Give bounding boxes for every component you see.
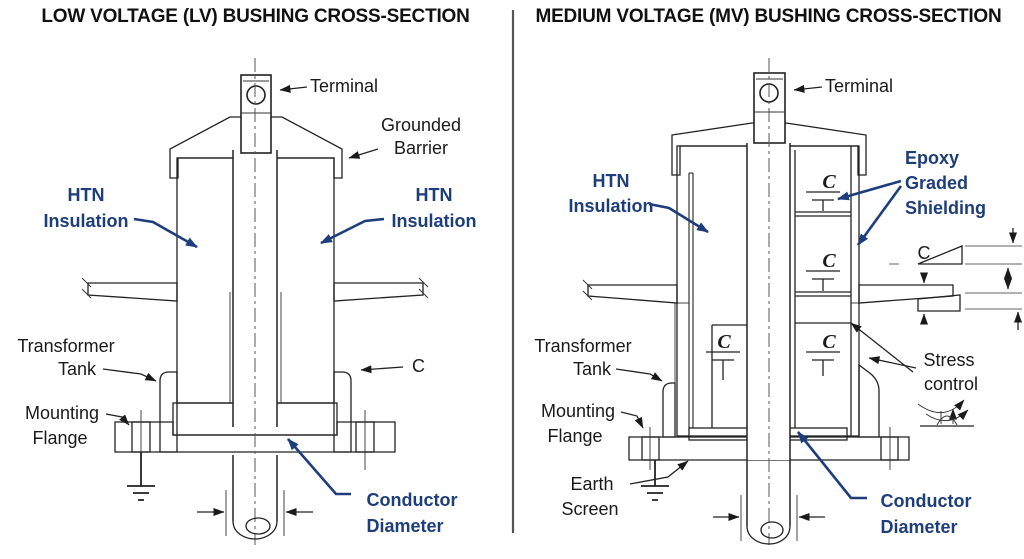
mv-capacitor-4: C (706, 331, 740, 380)
mv-terminal-label: Terminal (793, 76, 893, 96)
mv-mounting-flange (628, 436, 910, 461)
mv-shed-right (858, 284, 954, 304)
mv-capacitor-3: C (806, 331, 840, 376)
mv-bolt-slot-right (880, 436, 899, 461)
mv-htn-2: Insulation (569, 196, 654, 216)
lv-grounded-barrier-cap (169, 116, 343, 179)
lv-shed-left (81, 277, 178, 302)
mv-bolt-slot-left (641, 436, 660, 461)
mv-mflange-1: Mounting (541, 401, 615, 421)
mv-htn-1: HTN (593, 171, 630, 191)
lv-htn-right-label: HTN Insulation (320, 185, 477, 245)
mv-stress-cone-block (858, 363, 880, 438)
mv-epoxy-3: Shielding (905, 198, 986, 218)
lv-mounting-flange-label: Mounting Flange (25, 403, 130, 448)
lv-htn-right-2: Insulation (392, 211, 477, 231)
lv-conductor-diameter-label: Conductor Diameter (287, 438, 458, 536)
lv-transformer-tank-label: Transformer Tank (17, 336, 157, 382)
mv-right-wall (850, 302, 860, 437)
mv-cap2-c: C (822, 250, 836, 272)
mv-stress-1: Stress (923, 350, 974, 370)
lv-terminal-text: Terminal (310, 76, 378, 96)
lv-grounded-text: Grounded (381, 115, 461, 135)
lv-conductor-1: Conductor (367, 490, 458, 510)
lv-grounded-barrier-label: Grounded Barrier (348, 115, 461, 159)
lv-mflange-2: Flange (32, 428, 87, 448)
mv-stress-2: control (924, 374, 978, 394)
mv-terminal-text: Terminal (825, 76, 893, 96)
mv-mflange-2: Flange (547, 426, 602, 446)
lv-capacitance-label: C (360, 356, 425, 376)
lv-shed-right (333, 277, 429, 302)
mv-ground-symbol (641, 460, 669, 501)
lv-tank-right (333, 371, 352, 453)
lv-ground-symbol (127, 452, 155, 501)
mv-cap3-c: C (822, 331, 836, 353)
lv-ttank-1: Transformer (17, 336, 114, 356)
lv-conductor (232, 455, 278, 540)
mv-capacitor-2: C (806, 250, 840, 291)
mv-capacitor-1: C (806, 171, 840, 211)
lv-mflange-1: Mounting (25, 403, 99, 423)
lv-barrier-text: Barrier (394, 138, 448, 158)
mv-title: MEDIUM VOLTAGE (MV) BUSHING CROSS-SECTIO… (535, 6, 1002, 27)
mv-conductor (746, 460, 791, 545)
lv-terminal (240, 74, 272, 154)
mv-ttank-1: Transformer (534, 336, 631, 356)
mv-mounting-flange-label: Mounting Flange (541, 401, 644, 446)
mv-earth-1: Earth (570, 474, 613, 494)
mv-epoxy-2: Graded (905, 173, 968, 193)
mv-c-detail-text: C (918, 243, 931, 263)
lv-ttank-2: Tank (58, 359, 97, 379)
lv-c-text: C (412, 356, 425, 376)
mv-earth-screen-label: Earth Screen (561, 460, 689, 519)
lv-htn-left-label: HTN Insulation (44, 185, 198, 249)
lv-htn-left-1: HTN (68, 185, 105, 205)
mv-earth-2: Screen (561, 499, 618, 519)
lv-diagram: Terminal Grounded Barrier HTN Insulation… (17, 58, 477, 545)
mv-stress-control-label: Stress control (850, 322, 978, 394)
mv-cap4-c: C (717, 331, 731, 353)
mv-cap1-c: C (822, 171, 836, 193)
lv-conductor-2: Diameter (366, 516, 443, 536)
mv-tank-left (662, 382, 676, 438)
mv-conductor-1: Conductor (881, 491, 972, 511)
mv-diagram: C C C C (534, 58, 1022, 545)
mv-conductor-diameter-label: Conductor Diameter (796, 431, 972, 537)
lv-mounting-flange (114, 421, 396, 453)
lv-htn-right-1: HTN (416, 185, 453, 205)
mv-epoxy-shielding-label: Epoxy Graded Shielding (837, 148, 986, 246)
lv-tank-left (159, 371, 178, 453)
mv-transformer-tank-label: Transformer Tank (534, 336, 663, 382)
mv-capacitance-grading-detail: C (889, 228, 1022, 330)
mv-shed-left (582, 279, 678, 304)
mv-epoxy-1: Epoxy (905, 148, 959, 168)
lv-htn-left-2: Insulation (44, 211, 129, 231)
mv-ttank-2: Tank (573, 359, 612, 379)
lv-terminal-label: Terminal (279, 76, 378, 96)
mv-conductor-2: Diameter (880, 517, 957, 537)
mv-htn-label: HTN Insulation (569, 171, 709, 234)
mv-stress-field-sketch (917, 400, 974, 427)
lv-title: LOW VOLTAGE (LV) BUSHING CROSS-SECTION (41, 6, 470, 27)
